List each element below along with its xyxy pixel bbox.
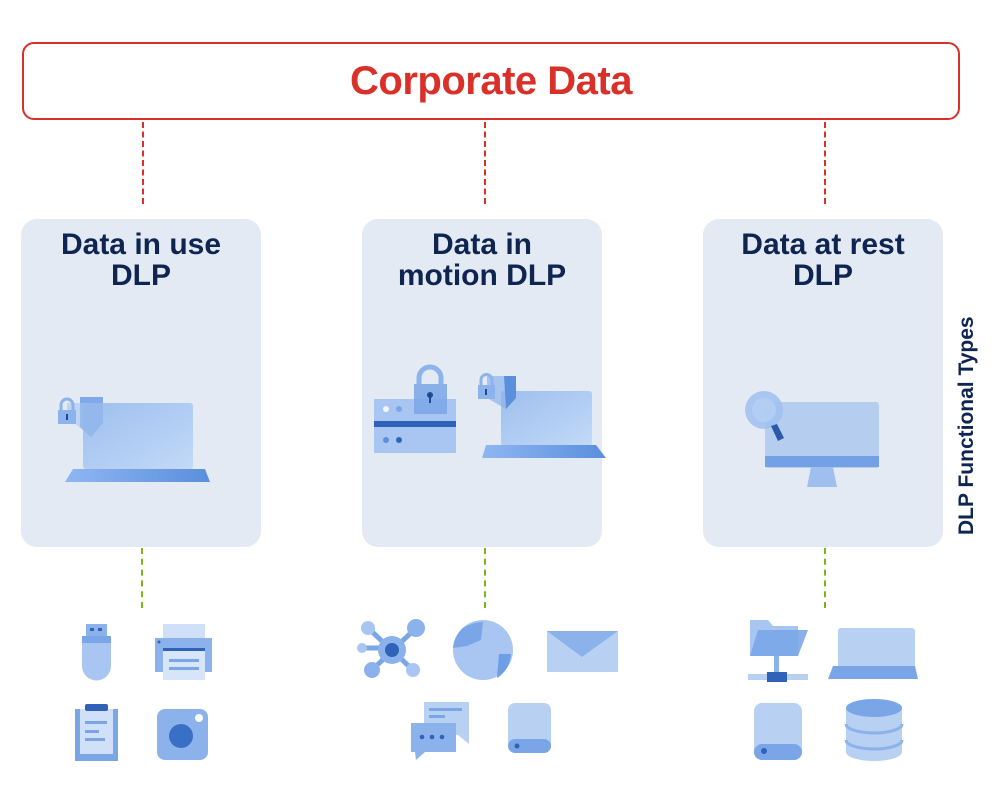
printer-icon — [155, 624, 212, 680]
camera-icon — [157, 709, 208, 760]
usb-drive-icon — [82, 624, 111, 681]
dlp-functional-types-label: DLP Functional Types — [955, 316, 978, 535]
laptop-shield-illustration — [58, 397, 210, 482]
connector-root-to-data-at-rest — [824, 122, 826, 204]
endpoint-group-data-in-motion — [357, 619, 618, 760]
connector-root-to-data-in-use — [142, 122, 144, 204]
card-data-in-use: Data in use DLP — [21, 219, 261, 547]
card-title-data-at-rest: Data at rest DLP — [703, 229, 943, 291]
endpoint-group-data-in-use-left — [75, 624, 118, 761]
card-title-line1: Data in use — [60, 228, 222, 261]
chat-icon — [411, 702, 469, 760]
globe-icon — [453, 620, 513, 680]
card-title-line2: DLP — [793, 259, 853, 292]
laptop-icon — [65, 403, 210, 482]
endpoint-group-data-in-use-right — [155, 624, 212, 760]
email-icon — [547, 631, 618, 672]
laptop-icon — [828, 628, 918, 679]
server-lock-icon — [374, 364, 456, 453]
database-icon — [844, 699, 904, 761]
server-laptop-illustration — [374, 364, 606, 458]
connector-data-at-rest-to-endpoints — [824, 548, 826, 608]
laptop-icon — [482, 391, 606, 458]
monitor-icon — [765, 402, 879, 487]
external-drive-icon — [508, 703, 551, 753]
connector-data-in-motion-to-endpoints — [484, 548, 486, 608]
magnifier-icon — [745, 391, 784, 441]
corporate-data-title: Corporate Data — [350, 58, 632, 103]
monitor-magnifier-illustration — [745, 391, 879, 487]
card-title-line2: DLP — [111, 259, 171, 292]
network-hub-icon — [357, 619, 425, 678]
shield-lock-icon — [478, 373, 516, 409]
card-title-line1: Data at rest — [741, 228, 905, 261]
corporate-data-node: Corporate Data — [22, 42, 960, 120]
network-folder-icon — [748, 620, 808, 682]
card-title-line1: Data in — [431, 228, 533, 261]
clipboard-icon — [75, 704, 118, 761]
external-drive-icon — [754, 703, 802, 760]
card-title-data-in-use: Data in use DLP — [21, 229, 261, 291]
shield-lock-icon — [58, 397, 103, 437]
card-title-line2: motion DLP — [397, 259, 567, 292]
connector-root-to-data-in-motion — [484, 122, 486, 204]
card-title-data-in-motion: Data in motion DLP — [362, 229, 602, 291]
connector-data-in-use-to-endpoints — [141, 548, 143, 608]
card-data-at-rest: Data at rest DLP — [703, 219, 943, 547]
endpoint-group-data-at-rest — [748, 620, 918, 761]
